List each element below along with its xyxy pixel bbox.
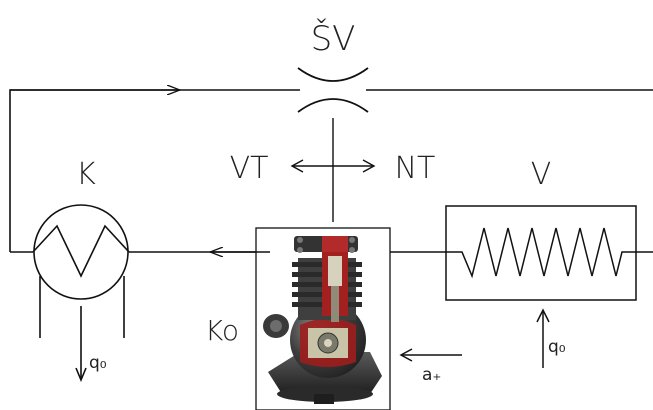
label-heat-out: q₀ [89,353,107,373]
label-low-pressure: NT [395,151,436,186]
compressor-cutaway-image [263,236,382,404]
label-work-in: a₊ [422,365,441,385]
label-compressor: Ko [205,314,239,347]
label-expansion-valve: ŠV [311,18,356,59]
throttle-valve-icon [298,68,368,112]
label-condenser: K [76,157,96,192]
heat-out-arrow [76,306,86,380]
label-high-pressure: VT [230,151,269,186]
label-heat-in: q₀ [548,337,566,357]
label-evaporator: V [531,157,552,192]
work-in-arrow [401,349,462,361]
coil-heat-exchanger-icon [446,206,636,300]
